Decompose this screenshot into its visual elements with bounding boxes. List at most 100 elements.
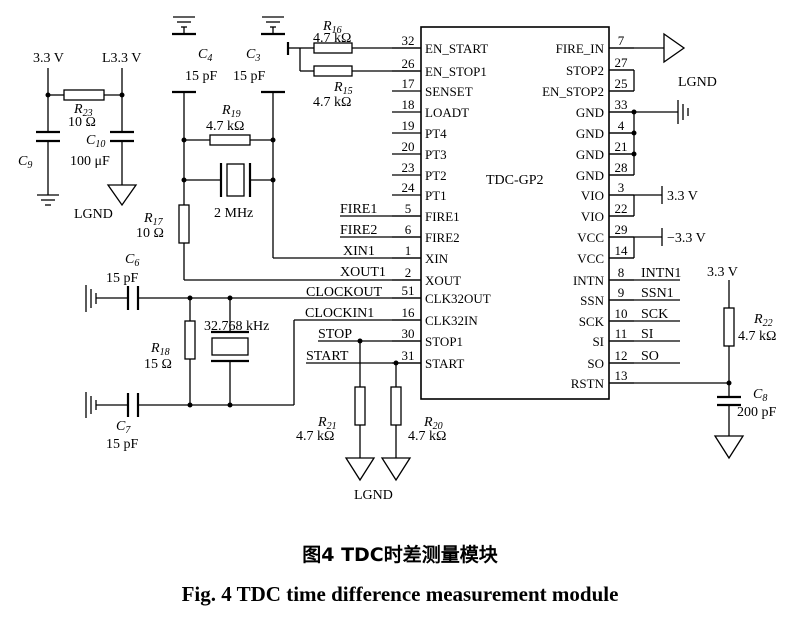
pin-number: 20 [402,139,415,154]
signal-clockin1: CLOCKIN1 [305,306,374,321]
pin-name: PT3 [425,147,447,162]
signal-xin1: XIN1 [343,244,375,259]
pin-name: SCK [579,314,605,329]
pin-number: 3 [618,180,625,195]
tdc-schematic: TDC-GP2 32EN_START26EN_STOP117SENSET18LO… [18,16,777,503]
crystal-2mhz-value: 2 MHz [214,206,253,221]
pin-number: 25 [615,76,628,91]
pin-number: 11 [615,326,628,341]
stop-start-section [306,338,421,482]
c10-ref: C10 [86,133,105,150]
r20-value: 4.7 kΩ [408,429,446,444]
c4-value: 15 pF [185,69,218,84]
caption-en: Fig. 4 TDC time difference measurement m… [181,582,619,606]
signal-xout1: XOUT1 [340,265,386,280]
pin-number: 19 [402,118,415,133]
pin-name: VIO [581,188,604,203]
pin-name: STOP1 [425,334,463,349]
pin-number: 31 [402,348,415,363]
pin-number: 10 [615,306,628,321]
chip-name: TDC-GP2 [486,173,544,188]
c9-ref: C9 [18,154,32,171]
pin-number: 24 [402,180,416,195]
signal-ssn1: SSN1 [641,286,674,301]
power-vcc-neg: −3.3 V [667,231,706,246]
capacitor-c4 [172,16,196,205]
signal-si: SI [641,327,654,342]
pin-number: 6 [405,222,412,237]
r23-value: 10 Ω [68,115,96,130]
r22-value: 4.7 kΩ [738,329,776,344]
r22-ref: R22 [753,312,773,329]
pin-number: 7 [618,33,625,48]
pin-number: 1 [405,243,412,258]
pin-number: 18 [402,97,415,112]
signal-intn1: INTN1 [641,266,681,281]
pin-name: CLK32OUT [425,291,491,306]
pin-name: FIRE1 [425,209,460,224]
pin-name: SSN [580,293,604,308]
r18-value: 15 Ω [144,357,172,372]
pin-number: 5 [405,201,412,216]
resistor-r15 [300,65,421,77]
resistor-r16 [286,42,421,71]
r19-ref: R19 [221,103,241,120]
power-vio: 3.3 V [667,189,698,204]
lgnd-right: LGND [678,75,717,90]
c8-value: 200 pF [737,405,777,420]
pin-number: 9 [618,285,625,300]
r17-ref: R17 [143,211,164,228]
r17-value: 10 Ω [136,226,164,241]
pin-number: 22 [615,201,628,216]
c3-value: 15 pF [233,69,266,84]
pin-number: 14 [615,243,629,258]
pin-name: GND [576,147,604,162]
pin-name: XOUT [425,273,461,288]
resistor-r17 [178,204,421,281]
vio-vcc-rails [609,186,663,259]
pin-name: START [425,356,464,371]
pin-name: INTN [573,273,605,288]
c8-ref: C8 [753,387,767,404]
pin-name: GND [576,105,604,120]
pin-name: EN_START [425,41,488,56]
r19-value: 4.7 kΩ [206,119,244,134]
pin-name: SENSET [425,84,473,99]
caption-cn: 图4 TDC时差测量模块 [302,544,498,566]
power-3v3-left: 3.3 V [33,51,64,66]
gnd-bus [609,69,689,176]
left-pins: 32EN_START26EN_STOP117SENSET18LOADT19PT4… [392,33,491,371]
signal-start: START [306,349,349,364]
r15-value: 4.7 kΩ [313,95,351,110]
r18-ref: R18 [150,341,170,358]
pin-name: FIRE_IN [556,41,605,56]
crystal-32k-value: 32.768 kHz [204,319,269,334]
pin-name: GND [576,126,604,141]
r16-ref: R16 [322,19,342,36]
signal-clockout: CLOCKOUT [306,285,383,300]
r15-ref: R15 [333,80,353,97]
pin-name: GND [576,168,604,183]
pin-name: XIN [425,251,449,266]
pin-name: RSTN [571,376,605,391]
pin-number: 30 [402,326,415,341]
clock-section [85,285,421,418]
pin-number: 13 [615,368,628,383]
